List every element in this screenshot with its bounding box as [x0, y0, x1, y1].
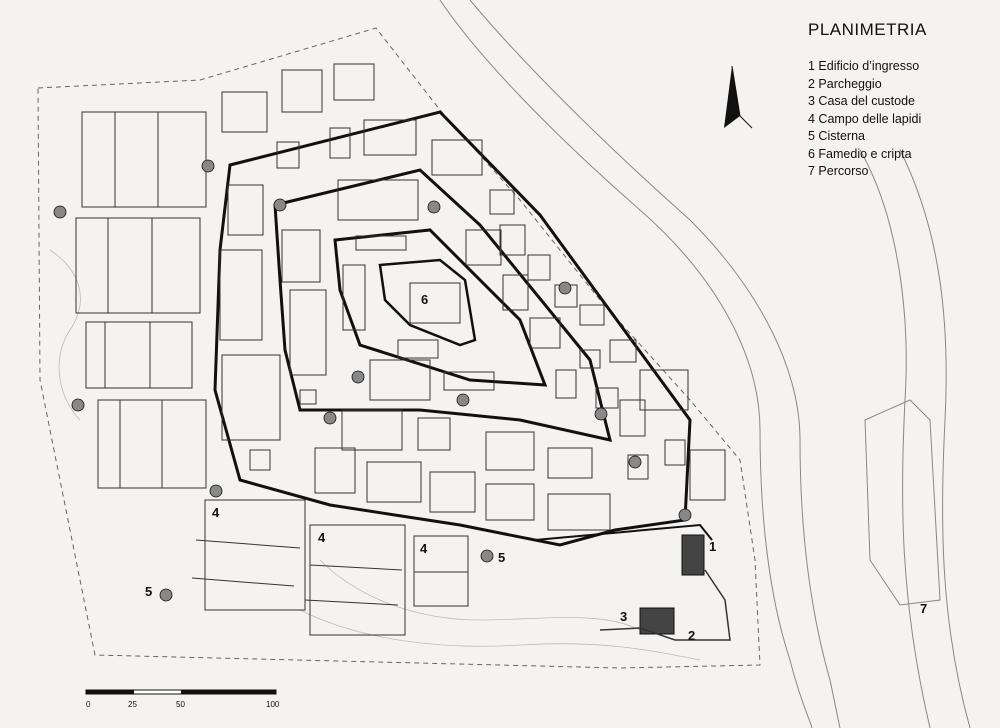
- scale-25: 25: [128, 700, 137, 709]
- north-arrow-icon: [724, 65, 753, 129]
- middle-terrace: [273, 168, 613, 442]
- legend-item: 7 Percorso: [808, 164, 869, 178]
- burial-fields: [75, 63, 726, 636]
- terrain-lines: [439, 0, 971, 728]
- scale-100: 100: [266, 700, 280, 709]
- legend-item: 2 Parcheggio: [808, 76, 882, 91]
- scale-50: 50: [176, 700, 185, 709]
- legend-item: 3 Casa del custode: [808, 94, 916, 108]
- label-4c: 4: [420, 541, 428, 556]
- outer-terrace: [213, 110, 692, 547]
- legend: PLANIMETRIA 1 Edificio d’ingresso 2 Parc…: [808, 20, 988, 181]
- legend-list: 1 Edificio d’ingresso 2 Parcheggio 3 Cas…: [808, 58, 988, 181]
- label-1: 1: [709, 539, 716, 554]
- label-3: 3: [620, 609, 627, 624]
- site-boundary: [37, 27, 761, 669]
- legend-item: 1 Edificio d’ingresso: [808, 59, 920, 73]
- label-2: 2: [688, 628, 695, 643]
- access-path: [534, 523, 713, 541]
- page-title: PLANIMETRIA: [808, 20, 927, 39]
- label-4b: 4: [318, 530, 326, 545]
- cistern-markers: [53, 159, 692, 602]
- label-6: 6: [421, 292, 428, 307]
- contour-lines: [49, 249, 701, 661]
- parking-ramp: [599, 569, 731, 641]
- scale-0: 0: [86, 700, 91, 709]
- scale-bar: [85, 689, 277, 695]
- famedio-building: [378, 258, 477, 347]
- label-4a: 4: [212, 505, 220, 520]
- legend-item: 5 Cisterna: [808, 129, 865, 143]
- label-5a: 5: [498, 550, 505, 565]
- label-5b: 5: [145, 584, 152, 599]
- entrance-building: [681, 534, 705, 576]
- legend-item: 4 Campo delle lapidi: [808, 111, 922, 126]
- label-7: 7: [920, 601, 927, 616]
- legend-item: 6 Famedio e cripta: [808, 146, 912, 161]
